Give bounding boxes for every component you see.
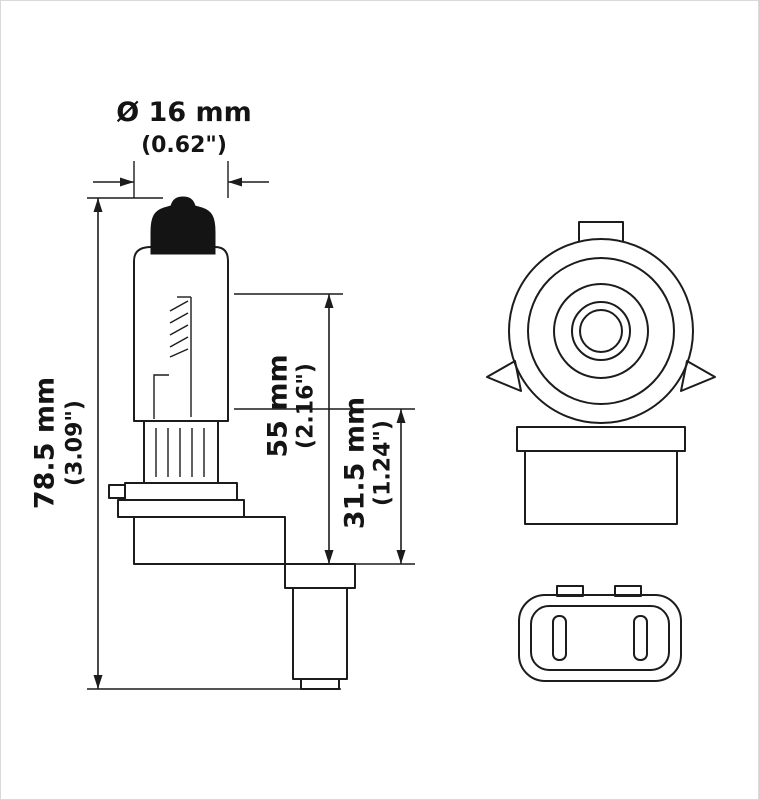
bulb-front-view (486, 221, 716, 525)
arrowhead (324, 294, 334, 308)
base-body-front (524, 450, 678, 525)
flange-lower-ring (117, 499, 245, 518)
arrowhead (396, 550, 406, 564)
clamp-sleeve (143, 420, 219, 484)
dimension-overall-length: 78.5 mm (3.09") (30, 197, 341, 690)
base-length-imperial-label: (1.24") (371, 420, 396, 506)
connector-terminal-slot (552, 615, 567, 661)
flange-top-tab (578, 221, 624, 241)
filament-tube-outer-circle (571, 301, 631, 361)
base-length-metric-label: 31.5 mm (340, 397, 371, 529)
mounting-flange (108, 482, 245, 518)
overall-length-metric-label: 78.5 mm (30, 377, 61, 509)
arrowhead (324, 550, 334, 564)
flange-outer-circle (508, 238, 694, 424)
diameter-imperial-label: (0.62") (141, 133, 227, 158)
diameter-metric-label: Ø 16 mm (116, 97, 252, 128)
filament-assembly (153, 296, 192, 419)
flange-right-wing (680, 360, 716, 392)
arrowhead (396, 409, 406, 423)
upper-length-metric-label: 55 mm (263, 354, 294, 457)
connector-inner-shell (530, 605, 670, 671)
filament-mount (153, 374, 169, 419)
arrowhead (93, 675, 103, 689)
filament-tube-inner-circle (579, 309, 623, 353)
connector-shroud (284, 563, 356, 690)
upper-length-imperial-label: (2.16") (294, 363, 319, 449)
connector-foot (300, 678, 340, 690)
filament-coil-hatch (169, 336, 189, 348)
filament-coil-hatch (169, 300, 189, 312)
filament-coil-hatch (169, 324, 189, 336)
flange-inner-circle (527, 257, 675, 405)
filament-coil-hatch (169, 312, 189, 324)
filament-coil-hatch (169, 348, 189, 358)
dimension-base-length: 31.5 mm (1.24") (234, 397, 415, 564)
dimension-upper-length: 55 mm (2.16") (234, 293, 415, 565)
flange-upper-ring (124, 482, 238, 501)
connector-face-view (518, 585, 682, 682)
overall-length-imperial-label: (3.09") (63, 400, 88, 486)
arrowhead (120, 177, 134, 187)
arrowhead (228, 177, 242, 187)
bulb-side-view (108, 196, 356, 690)
clamp-sleeve-body (143, 420, 219, 484)
glass-envelope (133, 246, 229, 422)
base-block (133, 516, 286, 565)
base-lip-front (516, 426, 686, 452)
arrowhead (93, 198, 103, 212)
flange-left-wing (486, 360, 522, 392)
connector-cap (284, 563, 356, 589)
glass-front-circle (553, 283, 649, 379)
connector-body (292, 587, 348, 680)
connector-terminal-slot (633, 615, 648, 661)
connector-outer-shell (518, 594, 682, 682)
dimension-diameter: Ø 16 mm (0.62") (93, 97, 269, 198)
bulb-tip (150, 196, 216, 255)
flange-index-tab (108, 484, 126, 499)
